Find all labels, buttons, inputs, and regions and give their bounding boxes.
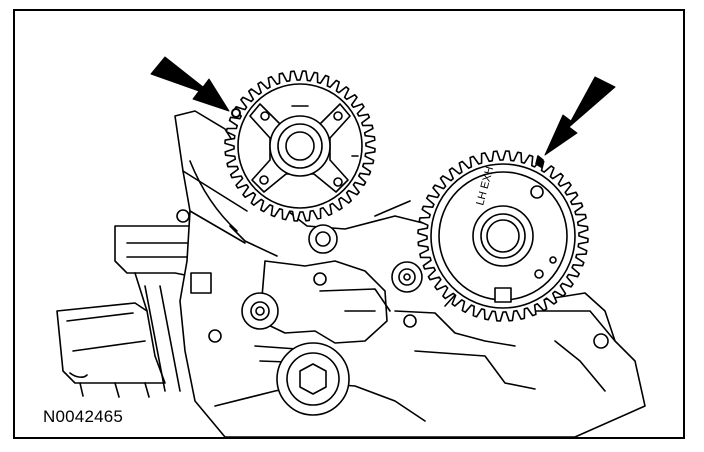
- engine-timing-illustration: LH EXH: [56, 56, 646, 437]
- arrow-left: [150, 56, 230, 112]
- timing-mark-right: [535, 155, 544, 168]
- crankshaft-bolt: [276, 342, 350, 416]
- block-bolt: [308, 224, 338, 254]
- camshaft-sprocket-left: [224, 70, 376, 222]
- arrow-right: [544, 76, 616, 156]
- figure-id-label: N0042465: [43, 407, 124, 426]
- illustration-frame: LH EXH N0042465: [13, 9, 685, 439]
- block-bolt: [391, 261, 423, 293]
- timing-mark-left: [231, 108, 241, 118]
- camshaft-sprocket-right: LH EXH: [417, 150, 589, 322]
- block-bolt: [241, 292, 279, 330]
- engine-block: [56, 110, 646, 437]
